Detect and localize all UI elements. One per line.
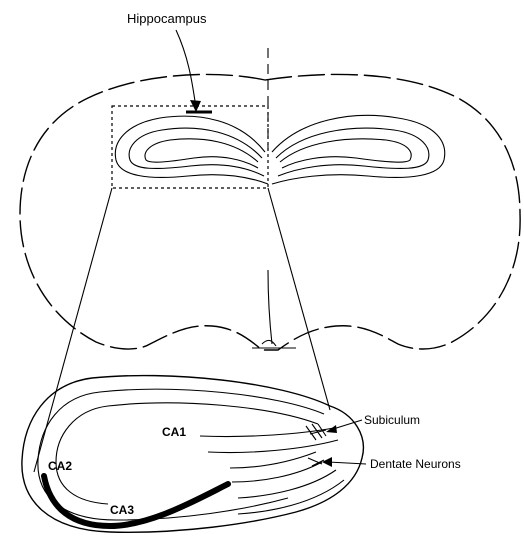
enlarged-hippocampus xyxy=(22,376,363,533)
left-hippocampus-outer xyxy=(115,116,268,184)
hippocampus-arrow xyxy=(176,30,196,108)
right-hippocampus-inner xyxy=(280,139,411,168)
dentate-arrowhead xyxy=(322,457,332,467)
ca3-label: CA3 xyxy=(110,503,134,517)
enlarged-layer-3 xyxy=(56,403,318,504)
pyramidal-cell-layer xyxy=(44,476,228,526)
ca2-label: CA2 xyxy=(48,459,72,473)
dentate-layer-1 xyxy=(230,452,316,468)
zoom-line-right xyxy=(268,188,330,410)
dentate-layer-2 xyxy=(232,462,322,482)
enlarged-layer-4 xyxy=(200,428,334,437)
ventral-midline xyxy=(252,270,296,348)
subiculum-label: Subiculum xyxy=(364,413,420,427)
right-hippocampus-outer xyxy=(272,115,445,184)
enlarged-layer-5 xyxy=(208,440,338,453)
ca1-label: CA1 xyxy=(162,425,186,439)
dentate-neurons-label: Dentate Neurons xyxy=(370,457,461,471)
brain-outline xyxy=(20,74,520,350)
brain-section xyxy=(20,48,520,350)
hippocampus-label: Hippocampus xyxy=(127,11,207,26)
enlarged-boundary-2 xyxy=(38,389,324,520)
left-hippocampus-inner xyxy=(145,139,258,168)
right-hippocampus-mid xyxy=(276,128,429,176)
